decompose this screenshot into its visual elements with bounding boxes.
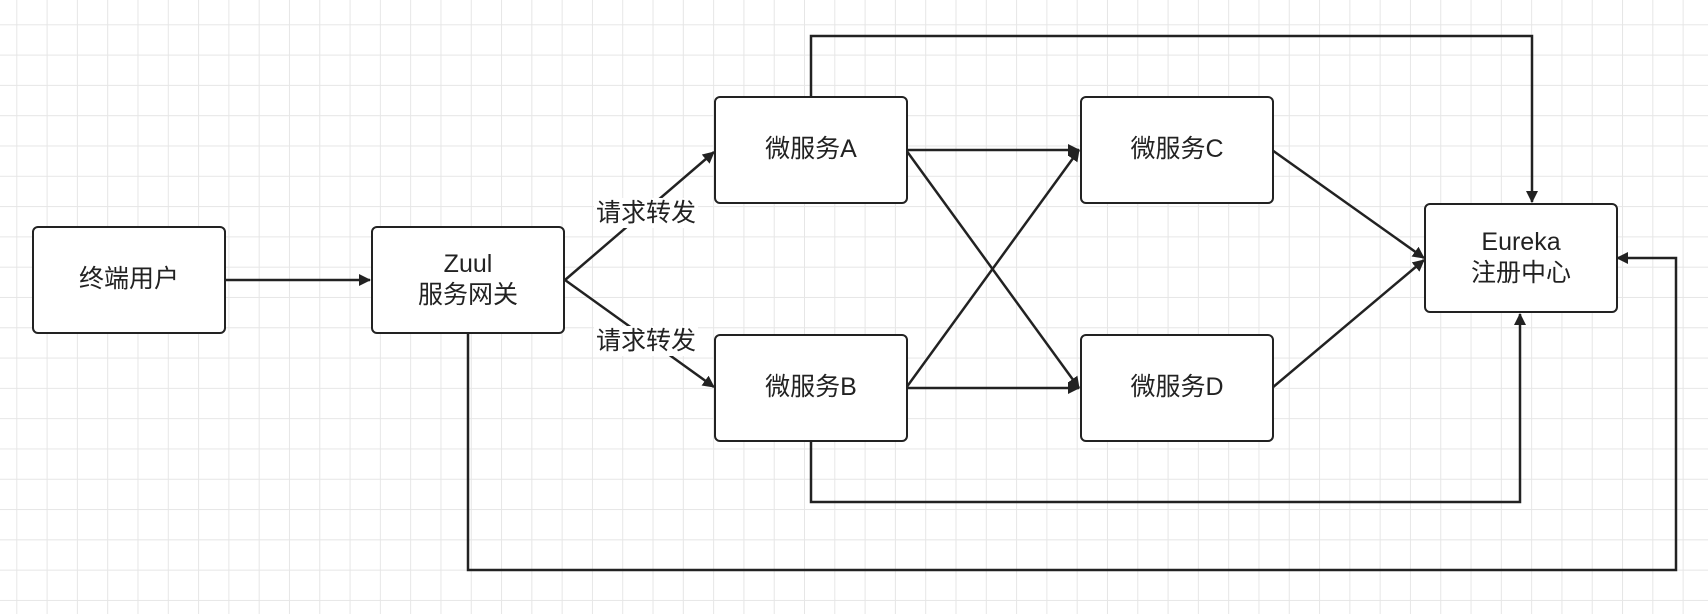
node-label-line2: 注册中心 [1470,259,1571,287]
node-eureka-registry: Eureka 注册中心 [1424,203,1618,313]
node-zuul-gateway: Zuul 服务网关 [371,226,565,334]
node-microservice-d: 微服务D [1080,334,1274,442]
node-microservice-c: 微服务C [1080,96,1274,204]
node-microservice-b: 微服务B [714,334,908,442]
node-label: 微服务A [765,135,857,164]
edge-svc-d-to-eureka [1271,259,1425,389]
edge-svc-b-to-svc-c [904,149,1081,389]
node-microservice-a: 微服务A [714,96,908,204]
edge-label-forward-bottom: 请求转发 [594,326,699,356]
node-label-line2: 服务网关 [417,281,518,309]
edge-label-forward-top: 请求转发 [594,198,699,228]
edge-svc-b-to-eureka [809,313,1526,504]
node-label: 终端用户 [78,265,179,294]
node-end-user: 终端用户 [32,226,226,334]
node-label: 微服务D [1130,373,1224,402]
node-label-line1: Zuul [443,249,493,278]
node-label-line1: Eureka [1481,227,1561,256]
edge-svc-a-to-eureka [809,34,1538,203]
node-label: 微服务C [1130,135,1224,164]
node-label: 微服务B [765,373,857,402]
edge-svc-c-to-eureka [1271,148,1425,260]
edge-gateway-to-eureka [466,252,1678,572]
